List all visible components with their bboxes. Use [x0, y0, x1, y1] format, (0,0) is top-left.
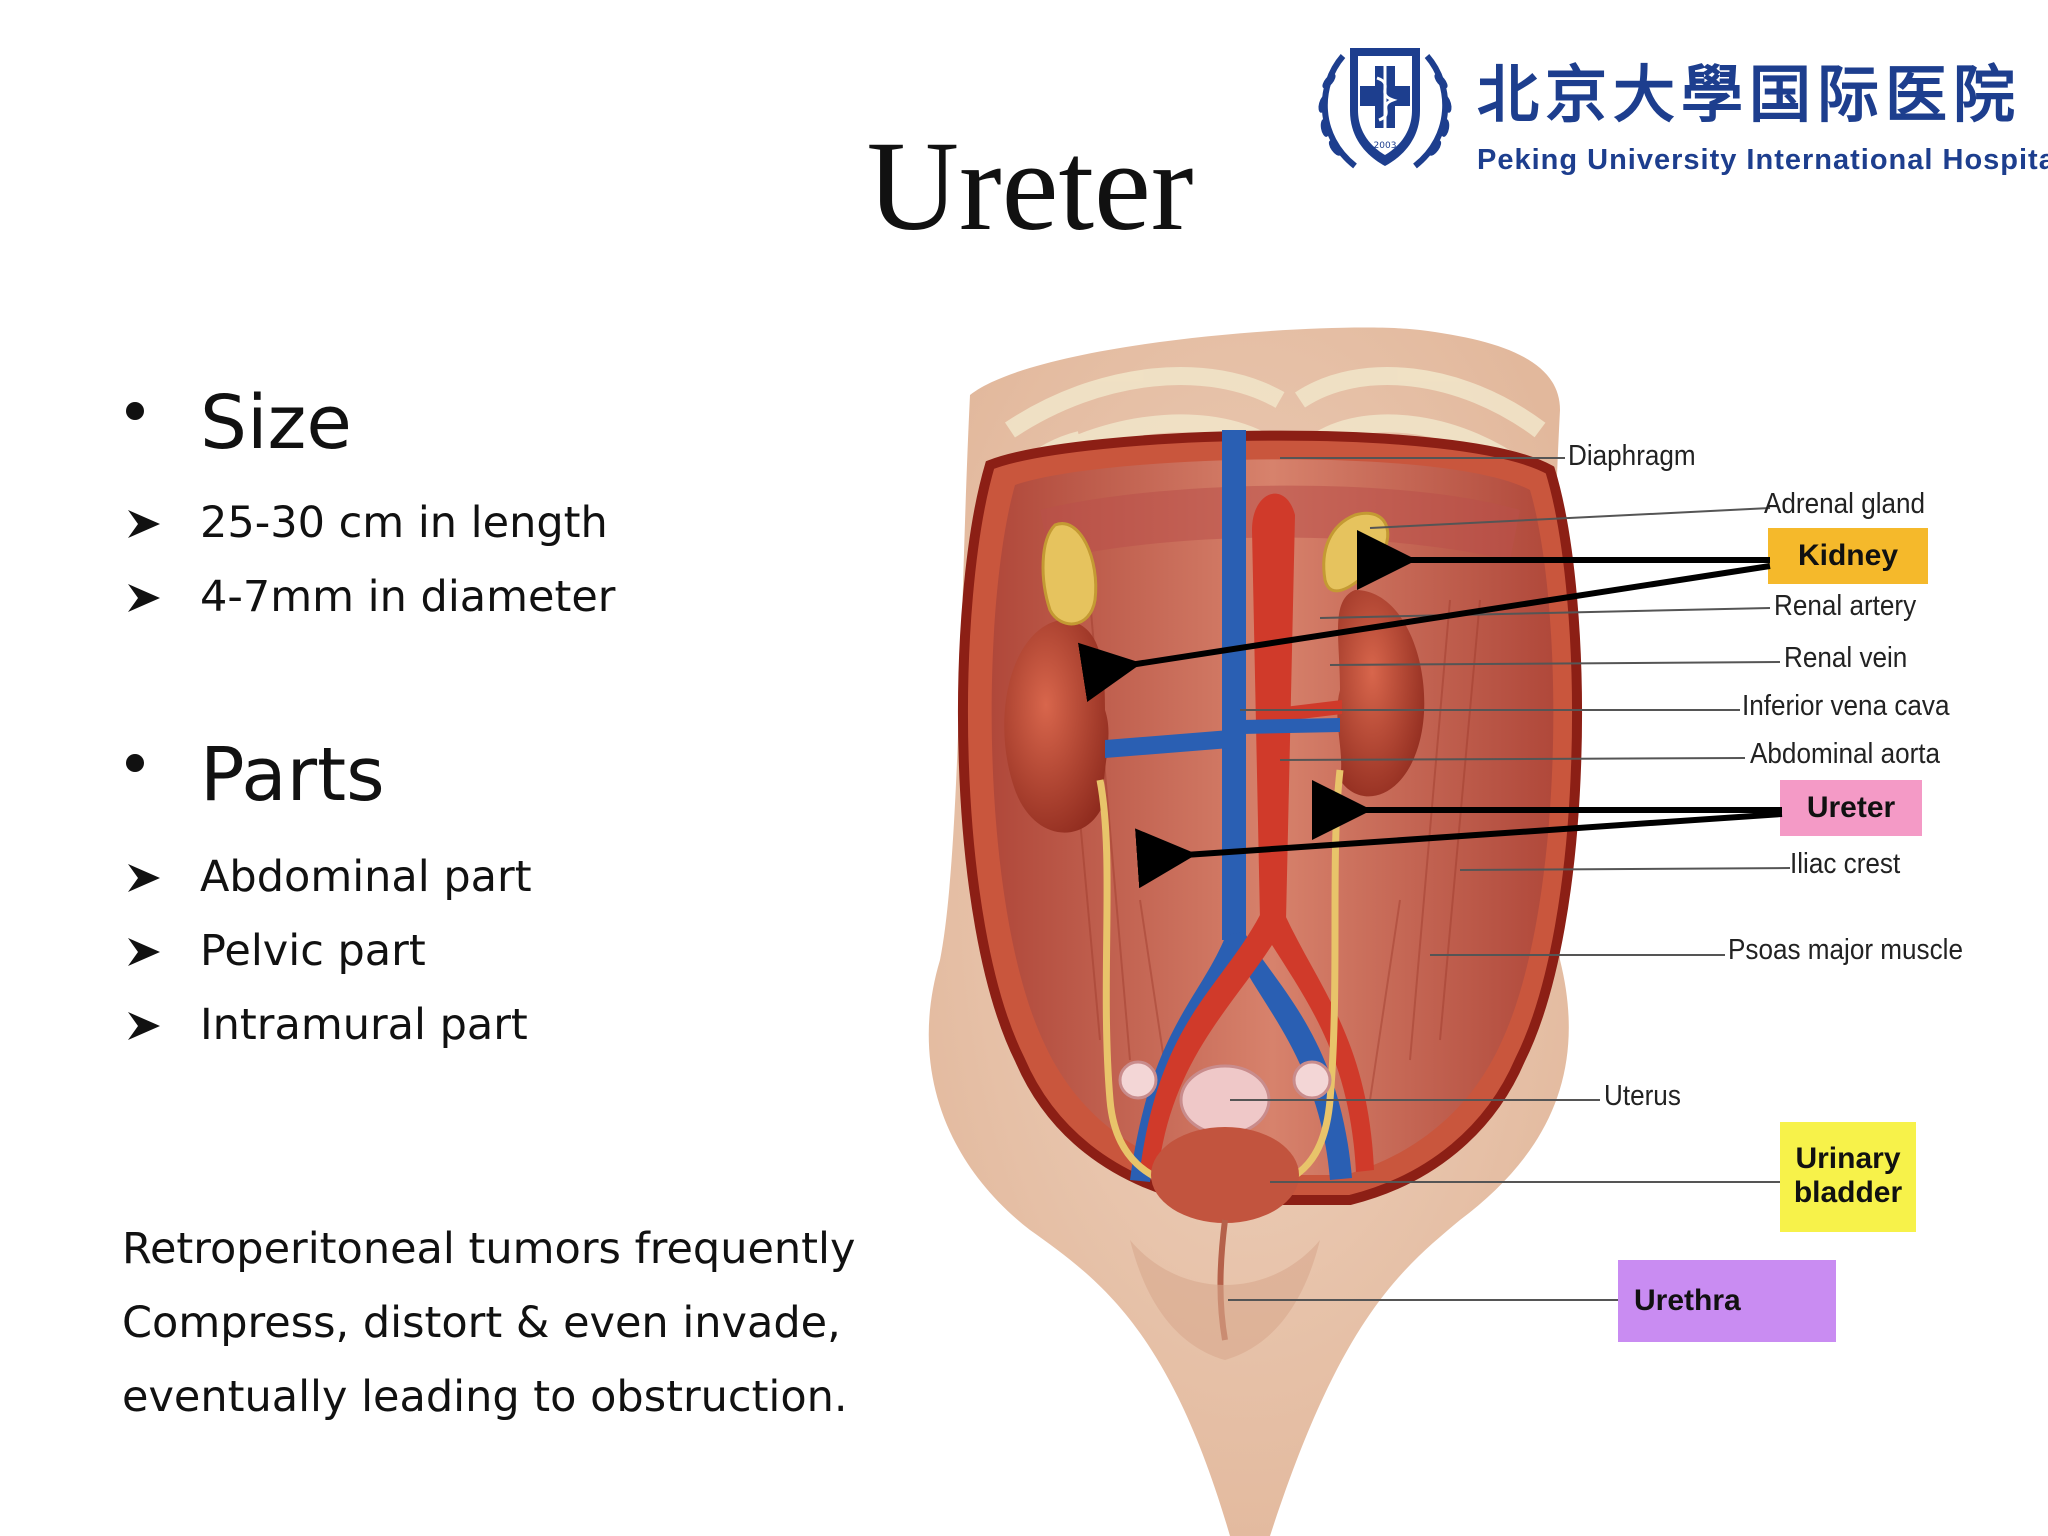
- leader-lines: [1228, 457, 1795, 1301]
- iliac-arteries: [1140, 915, 1374, 1172]
- left-adrenal-gland: [1041, 522, 1098, 626]
- kidney-arrow-left: [1077, 563, 1771, 702]
- bullet-dot-icon: [126, 754, 144, 772]
- section-heading-label: Parts: [200, 732, 385, 818]
- arrowhead-bullet-icon: [128, 864, 160, 892]
- label-inferior-vena-cava: Inferior vena cava: [1742, 690, 1950, 722]
- urinary-anatomy-illustration: [928, 327, 1928, 1536]
- list-item-label: Intramural part: [200, 1000, 528, 1050]
- label-urinary-bladder-line2: bladder: [1793, 1176, 1903, 1209]
- note-line: eventually leading to obstruction.: [122, 1372, 848, 1422]
- list-item-label: 4-7mm in diameter: [200, 572, 616, 622]
- urinary-bladder: [1151, 1127, 1299, 1223]
- arrowhead-bullet-icon: [128, 584, 160, 612]
- inferior-vena-cava: [1222, 430, 1246, 940]
- bullet-dot-icon: [126, 402, 144, 420]
- urethra-highlight-box: [1618, 1260, 1836, 1342]
- hospital-name-english: Peking University International Hospital: [1477, 144, 2048, 176]
- label-urinary-bladder-line1: Urinary: [1795, 1142, 1901, 1175]
- emblem-year: 2003: [1374, 141, 1397, 151]
- label-uterus: Uterus: [1604, 1080, 1681, 1112]
- label-adrenal-gland: Adrenal gland: [1764, 488, 1926, 520]
- arrowhead-bullet-icon: [128, 938, 160, 966]
- label-urethra: Urethra: [1634, 1284, 1741, 1317]
- list-item-label: Abdominal part: [200, 852, 532, 902]
- label-urinary-bladder: Urinary bladder: [1780, 1142, 1916, 1210]
- pelvic-region: [1130, 1240, 1320, 1360]
- renal-vein-right: [1242, 718, 1340, 734]
- left-ureter: [1096, 779, 1191, 1194]
- ovary-left: [1118, 1060, 1158, 1100]
- arrowhead-bullet-icon: [128, 1012, 160, 1040]
- label-kidney: Kidney: [1797, 539, 1899, 572]
- renal-artery: [1260, 700, 1342, 724]
- hospital-name-chinese: 北京大學国际医院: [1477, 58, 2022, 131]
- bladder-highlight-box: [1780, 1122, 1916, 1232]
- anatomy-figure: Diaphragm Adrenal gland Renal artery Ren…: [900, 300, 2048, 1536]
- section-heading-label: Size: [200, 380, 352, 466]
- renal-vein: [1105, 730, 1230, 758]
- label-renal-vein: Renal vein: [1784, 642, 1908, 674]
- list-item-label: Pelvic part: [200, 926, 426, 976]
- label-abdominal-aorta: Abdominal aorta: [1750, 738, 1941, 770]
- note-line: Compress, distort & even invade,: [122, 1298, 841, 1348]
- ureter-arrow-left: [1135, 811, 1783, 889]
- label-iliac-crest: Iliac crest: [1790, 848, 1901, 880]
- label-ureter: Ureter: [1806, 791, 1896, 824]
- list-item-label: 25-30 cm in length: [200, 498, 608, 548]
- note-line: Retroperitoneal tumors frequently: [122, 1224, 856, 1274]
- hospital-emblem-icon: 2003: [1318, 48, 1452, 169]
- label-renal-artery: Renal artery: [1774, 590, 1917, 622]
- kidney-highlight-box: [1768, 528, 1928, 584]
- arrowhead-bullet-icon: [128, 510, 160, 538]
- abdominal-aorta: [1252, 493, 1295, 920]
- ureter-highlight-box: [1780, 780, 1922, 836]
- slide-title: Ureter: [866, 115, 1194, 257]
- label-diaphragm: Diaphragm: [1568, 440, 1696, 472]
- pointer-arrows: [1077, 530, 1783, 889]
- note-paragraph: Retroperitoneal tumors frequently Compre…: [122, 1212, 882, 1434]
- hospital-logo: 2003 北京大學国际医院 Peking University Internat…: [1305, 26, 2048, 186]
- ovary-right: [1292, 1060, 1332, 1100]
- right-kidney: [1337, 590, 1425, 797]
- label-psoas-major-muscle: Psoas major muscle: [1728, 934, 1963, 966]
